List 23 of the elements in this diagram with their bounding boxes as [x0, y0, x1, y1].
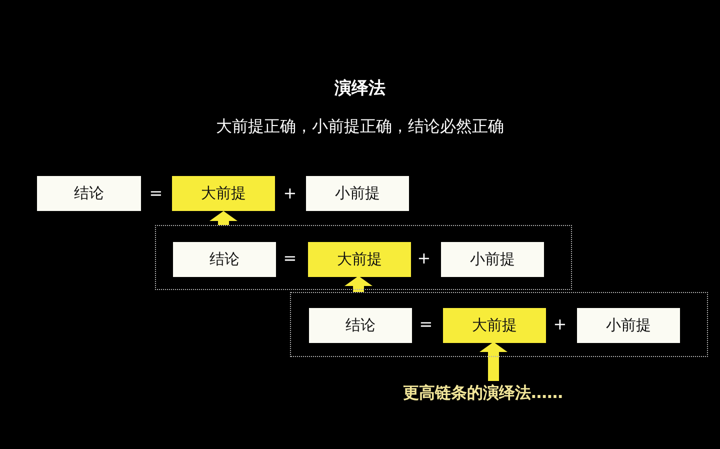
term-box: 结论 [173, 242, 276, 277]
equals-sign: = [283, 248, 297, 268]
equals-sign: = [149, 184, 163, 202]
up-arrow [344, 276, 372, 292]
plus-sign: + [283, 184, 297, 202]
highlighted-box: 大前提 [172, 176, 275, 211]
equals-sign: = [419, 314, 433, 334]
term-box: 结论 [309, 308, 412, 343]
title: 演绎法 [334, 78, 386, 100]
up-arrow [210, 211, 238, 225]
dotted-frame [155, 225, 572, 290]
highlighted-box: 大前提 [443, 308, 546, 343]
term-box: 小前提 [306, 176, 409, 211]
plus-sign: + [553, 314, 567, 334]
dotted-frame [290, 292, 708, 357]
term-box: 小前提 [441, 242, 544, 277]
term-box: 小前提 [577, 308, 680, 343]
subtitle: 大前提正确，小前提正确，结论必然正确 [216, 116, 504, 138]
plus-sign: + [417, 248, 431, 268]
highlighted-box: 大前提 [308, 242, 411, 277]
caption-text: 更高链条的演绎法…… [385, 381, 581, 405]
term-box: 结论 [37, 176, 141, 211]
up-arrow [480, 342, 508, 381]
